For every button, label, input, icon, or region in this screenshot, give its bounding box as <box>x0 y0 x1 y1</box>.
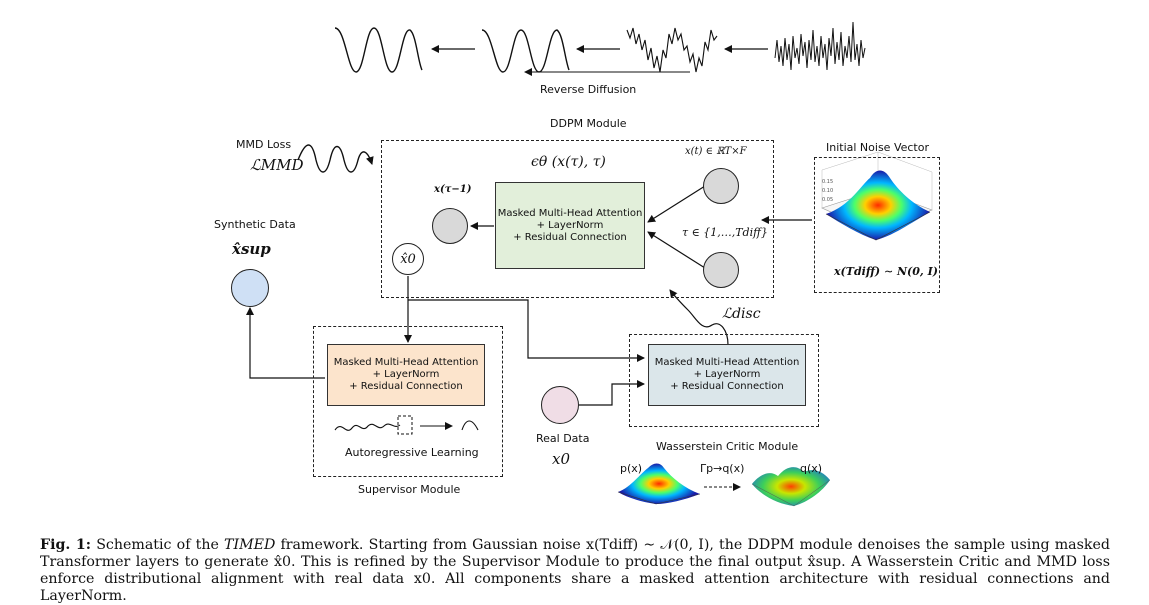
caption-text-b: framework. Starting from Gaussian noise … <box>40 537 1110 604</box>
ddpm-block-line1: Masked Multi-Head Attention <box>497 207 643 219</box>
mmd-squiggle-arrow <box>297 144 374 173</box>
x0-hat-node: x̂0 <box>392 243 424 275</box>
noise-vector-frame <box>814 157 940 293</box>
noise-vector-label: Initial Noise Vector <box>826 141 929 154</box>
arrow-real-to-critic <box>579 380 645 406</box>
autoregressive-wave <box>334 423 401 431</box>
ddpm-module-frame <box>381 140 774 298</box>
tau-node <box>703 252 739 288</box>
noise-tick-2: 0.10 <box>822 188 834 194</box>
supervisor-block-line3: + Residual Connection <box>349 381 463 392</box>
x0-hat-label: x̂0 <box>400 251 416 267</box>
noise-formula: x(Tdiff) ∼ N(0, I) <box>834 265 938 278</box>
critic-module-frame <box>629 334 819 427</box>
supervisor-module-label: Supervisor Module <box>358 483 461 496</box>
px-surface-plot <box>617 463 701 505</box>
x-tau-minus-1-node <box>432 208 468 244</box>
arrow-tau-to-block <box>647 231 706 269</box>
arrow-xt-to-block <box>647 185 706 223</box>
caption-fig-label: Fig. 1: <box>40 537 92 553</box>
ddpm-block-line3: + Residual Connection <box>513 231 627 243</box>
real-data-symbol: x0 <box>552 450 571 468</box>
noise-surface-plot <box>821 151 933 241</box>
supervisor-module-frame <box>313 326 503 477</box>
autoregressive-window <box>397 415 413 435</box>
critic-module-label: Wasserstein Critic Module <box>656 440 799 453</box>
waveform-semi-noisy <box>626 27 718 73</box>
qx-surface-plot <box>751 467 831 507</box>
critic-block-line3: + Residual Connection <box>670 381 784 392</box>
ddpm-module-label: DDPM Module <box>550 117 627 130</box>
x-tau-minus-1-label: x(τ−1) <box>434 184 472 195</box>
caption-text-a: Schematic of the <box>91 537 225 553</box>
arrow-x0hat-to-critic <box>408 299 645 362</box>
waveform-pure-noise <box>774 21 866 71</box>
qx-label: q(x) <box>800 462 823 475</box>
waveform-clean-1 <box>334 27 423 73</box>
synthetic-data-symbol: x̂sup <box>232 240 271 258</box>
synthetic-data-node <box>231 269 269 307</box>
supervisor-block-line2: + LayerNorm <box>372 369 440 380</box>
waveform-clean-2 <box>481 29 570 73</box>
supervisor-block-line1: Masked Multi-Head Attention <box>333 357 479 368</box>
critic-block-line2: + LayerNorm <box>693 369 761 380</box>
noise-tick-3: 0.05 <box>822 197 834 203</box>
gamma-label: Γp→q(x) <box>700 462 745 475</box>
ddpm-block-line2: + LayerNorm <box>536 219 604 231</box>
autoregressive-next <box>461 420 479 431</box>
reverse-diffusion-label: Reverse Diffusion <box>540 83 637 96</box>
epsilon-theta-label: ϵθ (x(τ), τ) <box>531 154 606 170</box>
real-data-label: Real Data <box>536 432 590 445</box>
critic-attention-block: Masked Multi-Head Attention + LayerNorm … <box>648 344 806 406</box>
tau-label: τ ∈ {1,…,Tdiff} <box>682 226 768 239</box>
mmd-loss-symbol: ℒMMD <box>250 156 304 174</box>
critic-block-line1: Masked Multi-Head Attention <box>654 357 800 368</box>
noise-tick-1: 0.15 <box>822 179 834 185</box>
supervisor-attention-block: Masked Multi-Head Attention + LayerNorm … <box>327 344 485 406</box>
px-label: p(x) <box>620 462 643 475</box>
xt-label: x(t) ∈ ℝT×F <box>685 146 747 157</box>
caption-timed: TIMED <box>224 537 276 553</box>
real-data-node <box>541 386 579 424</box>
synthetic-data-label: Synthetic Data <box>214 218 296 231</box>
mmd-loss-label: MMD Loss <box>236 138 292 151</box>
ldisc-squiggle-arrow <box>669 289 729 346</box>
arrow-supervisor-to-synthetic <box>246 307 325 379</box>
ddpm-attention-block: Masked Multi-Head Attention + LayerNorm … <box>495 182 645 269</box>
xt-node <box>703 168 739 204</box>
ldisc-symbol: ℒdisc <box>722 306 761 322</box>
figure-caption: Fig. 1: Schematic of the TIMED framework… <box>40 537 1110 605</box>
autoregressive-label: Autoregressive Learning <box>345 446 479 459</box>
